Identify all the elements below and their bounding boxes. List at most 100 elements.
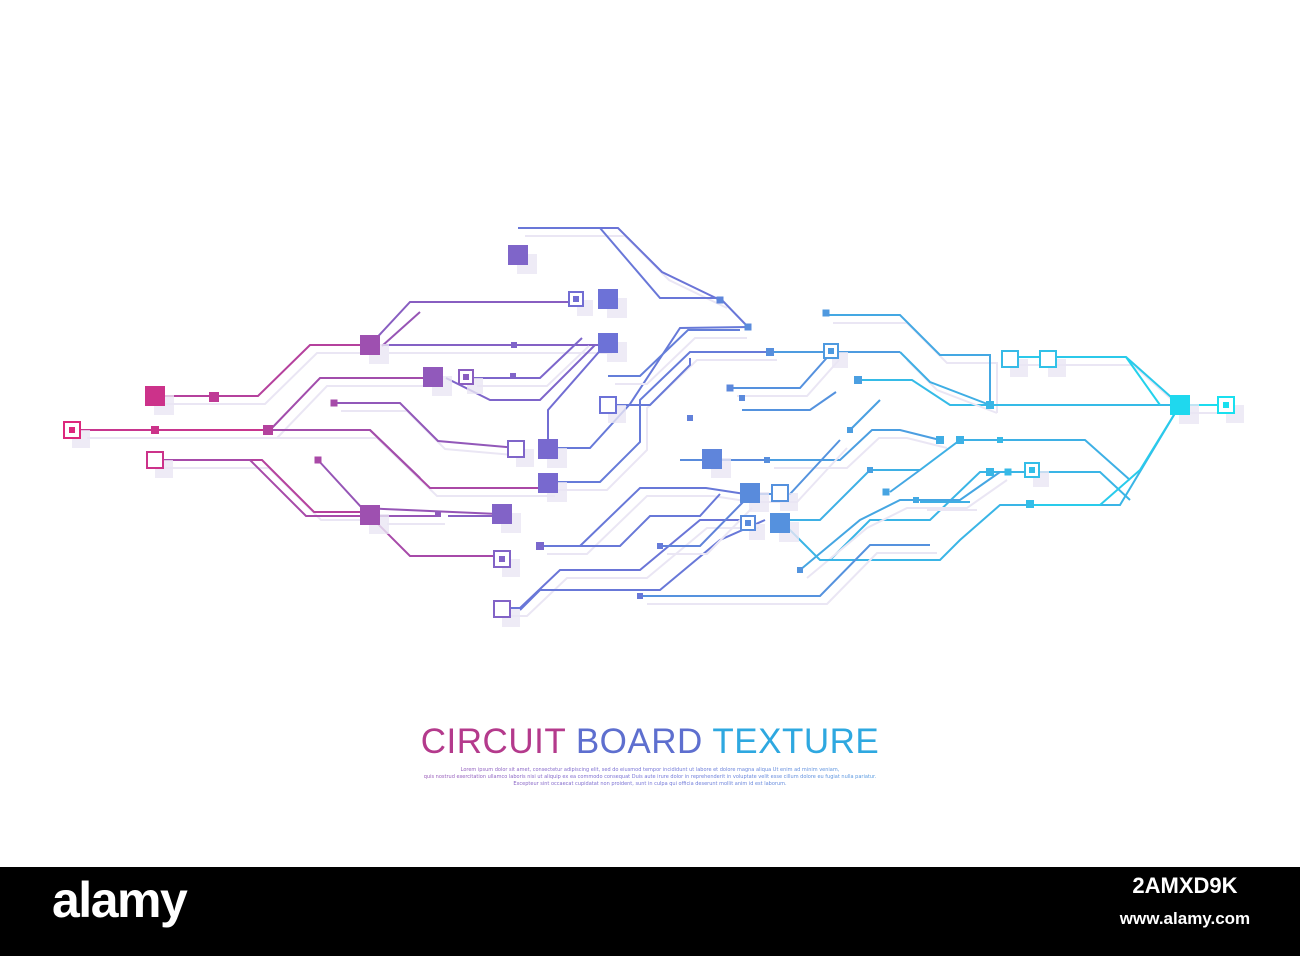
circuit-node-dot	[536, 542, 544, 550]
circuit-node-dot	[687, 415, 693, 421]
circuit-node-dot	[726, 384, 734, 392]
circuit-pad-target-core	[499, 556, 505, 562]
circuit-trace	[548, 351, 770, 483]
circuit-pad-outline	[493, 600, 511, 618]
circuit-pad-filled	[770, 513, 790, 533]
circuit-pad-outline	[507, 440, 525, 458]
circuit-trace-shadow	[615, 337, 747, 385]
circuit-trace	[780, 439, 1131, 521]
body-line-1: Lorem ipsum dolor sit amet, consectetur …	[0, 767, 1300, 774]
circuit-node-dot	[854, 376, 862, 384]
circuit-node-dot	[1026, 500, 1034, 508]
image-id-label: 2AMXD9K	[1132, 873, 1238, 898]
circuit-pad-filled	[740, 483, 760, 503]
title-word-board: BOARD	[575, 722, 703, 761]
circuit-trace	[1030, 404, 1181, 506]
circuit-pad-target-core	[1029, 467, 1035, 473]
circuit-node-dot	[997, 437, 1003, 443]
circuit-node-dot	[847, 427, 853, 433]
circuit-pad-filled	[598, 333, 618, 353]
circuit-pad-filled	[492, 504, 512, 524]
circuit-node-dot	[986, 401, 994, 409]
circuit-pad-filled	[508, 245, 528, 265]
circuit-node-dot	[330, 399, 338, 407]
circuit-trace	[829, 471, 1131, 561]
circuit-pad-filled	[598, 289, 618, 309]
circuit-trace-shadow	[774, 437, 948, 469]
circuit-trace	[334, 402, 519, 449]
circuit-trace	[155, 344, 370, 397]
title-word-texture: TEXTURE	[712, 722, 880, 761]
circuit-pad-target-core	[745, 520, 751, 526]
circuit-trace	[547, 344, 606, 448]
circuit-trace-shadow	[477, 345, 590, 387]
circuit-node-dot	[867, 467, 873, 473]
circuit-trace-shadow	[737, 359, 840, 397]
circuit-node-dot	[716, 296, 724, 304]
circuit-pad-outline	[1001, 350, 1019, 368]
circuit-node-dot	[882, 488, 890, 496]
circuit-trace	[560, 493, 721, 547]
circuit-trace-shadow	[806, 479, 1008, 579]
circuit-trace	[1125, 356, 1161, 406]
circuit-pad-target-core	[1223, 402, 1229, 408]
circuit-trace	[518, 227, 749, 328]
body-line-3: Excepteur sint occaecat cupidatat non pr…	[0, 781, 1300, 788]
circuit-pad-filled	[360, 335, 380, 355]
circuit-trace	[730, 351, 833, 389]
circuit-node-dot	[637, 593, 643, 599]
artwork-title: CIRCUIT BOARD TEXTURE	[0, 722, 1300, 762]
circuit-node-dot	[314, 456, 322, 464]
circuit-trace	[1010, 356, 1181, 406]
circuit-trace-shadow	[276, 385, 437, 439]
circuit-node-dot	[822, 309, 830, 317]
circuit-trace-shadow	[555, 359, 777, 491]
circuit-trace	[269, 377, 430, 431]
circuit-trace-shadow	[547, 495, 753, 555]
circuit-node-dot	[764, 457, 770, 463]
circuit-trace	[660, 499, 746, 547]
site-url-label: www.alamy.com	[1119, 909, 1251, 928]
circuit-board-illustration	[63, 227, 1244, 627]
circuit-node-dot	[936, 436, 944, 444]
circuit-pad-filled	[538, 473, 558, 493]
circuit-trace	[608, 358, 691, 406]
circuit-pad-filled	[538, 439, 558, 459]
circuit-node-dot	[766, 348, 774, 356]
circuit-trace	[381, 311, 421, 347]
circuit-trace	[767, 429, 941, 461]
circuit-trace-shadow	[507, 527, 759, 617]
circuit-trace	[270, 429, 421, 479]
artwork-body-text: Lorem ipsum dolor sit amet, consectetur …	[0, 767, 1300, 788]
circuit-pad-filled	[360, 505, 380, 525]
circuit-node-dot	[744, 323, 752, 331]
circuit-pad-outline	[146, 451, 164, 469]
circuit-trace	[799, 471, 1001, 571]
alamy-logo: alamy	[52, 872, 188, 928]
circuit-pad-outline	[599, 396, 617, 414]
circuit-trace	[470, 337, 583, 379]
circuit-pad-filled	[1170, 395, 1190, 415]
circuit-node-dot	[797, 567, 803, 573]
circuit-trace	[742, 391, 837, 411]
watermark-bar: alamy 2AMXD9K www.alamy.com	[0, 867, 1300, 956]
circuit-pad-filled	[423, 367, 443, 387]
circuit-node-dot	[1004, 468, 1012, 476]
circuit-node-dot	[913, 497, 919, 503]
circuit-trace-shadow	[162, 352, 377, 405]
circuit-trace	[899, 351, 991, 406]
circuit-trace-shadow	[341, 410, 526, 457]
circuit-node-dot	[739, 395, 745, 401]
circuit-trace	[858, 379, 1180, 406]
circuit-trace	[889, 469, 921, 493]
circuit-node-dot	[657, 543, 663, 549]
circuit-node-dot	[986, 468, 994, 476]
circuit-pad-target-core	[828, 348, 834, 354]
circuit-trace-shadow	[1017, 364, 1188, 414]
circuit-pad-target-core	[573, 296, 579, 302]
circuit-node-dot	[209, 392, 219, 402]
circuit-trace-shadow	[647, 552, 937, 605]
title-word-circuit: CIRCUIT	[420, 722, 566, 761]
circuit-trace	[369, 301, 574, 346]
